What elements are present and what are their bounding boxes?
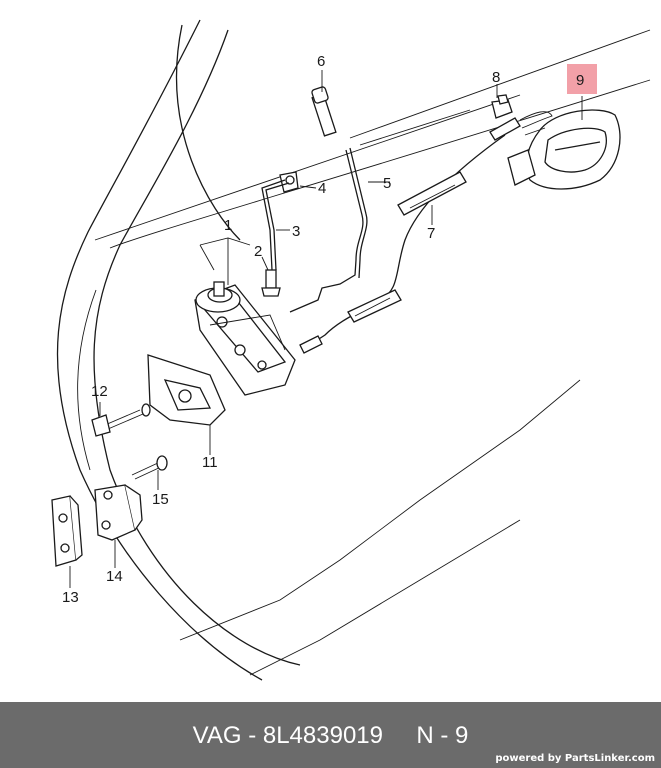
part-8-clip [491, 94, 513, 119]
brand-name: VAG [192, 722, 242, 749]
part-3-rod [261, 179, 290, 271]
callout-7: 7 [427, 225, 435, 242]
part-6-lock-knob [311, 86, 337, 137]
callout-1: 1 [224, 217, 232, 234]
callout-labels: 6 8 9 5 4 3 1 2 7 12 11 15 14 13 [62, 53, 584, 606]
part-15-screw [131, 455, 168, 480]
footer-bar: VAG - 8L4839019 N - 9 powered by PartsLi… [0, 702, 661, 768]
leader-lines [69, 70, 583, 588]
part-reference: VAG - 8L4839019 N - 9 [0, 722, 661, 750]
callout-8: 8 [492, 69, 500, 86]
credit-text: powered by PartsLinker.com [495, 753, 655, 764]
part-5-rod [289, 147, 368, 313]
callout-5: 5 [383, 175, 391, 192]
spacer [383, 722, 416, 749]
callout-9: 9 [576, 72, 584, 89]
callout-6: 6 [317, 53, 325, 70]
callout-14: 14 [106, 568, 123, 585]
part-11-striker-plate [147, 354, 226, 426]
callout-4: 4 [318, 180, 326, 197]
part-13-plate [51, 495, 83, 567]
part-4-clip [279, 171, 299, 193]
part-2-bolt [261, 269, 281, 297]
part-number: 8L4839019 [262, 722, 383, 749]
callout-15: 15 [152, 491, 169, 508]
part-1-lock-mechanism [194, 281, 296, 396]
callout-12: 12 [91, 383, 108, 400]
part-12-screw [91, 403, 151, 437]
part-9-door-handle [507, 109, 621, 190]
callout-2: 2 [254, 243, 262, 260]
callout-11: 11 [202, 454, 218, 471]
callout-3: 3 [292, 223, 300, 240]
callout-13: 13 [62, 589, 79, 606]
parts-diagram: 6 8 9 5 4 3 1 2 7 12 11 15 14 13 [51, 19, 651, 681]
part-7-cable [299, 117, 521, 354]
callout-9-highlight [567, 64, 597, 94]
position-label: N - 9 [416, 722, 469, 749]
separator: - [241, 722, 263, 749]
part-14-bracket [94, 484, 143, 541]
